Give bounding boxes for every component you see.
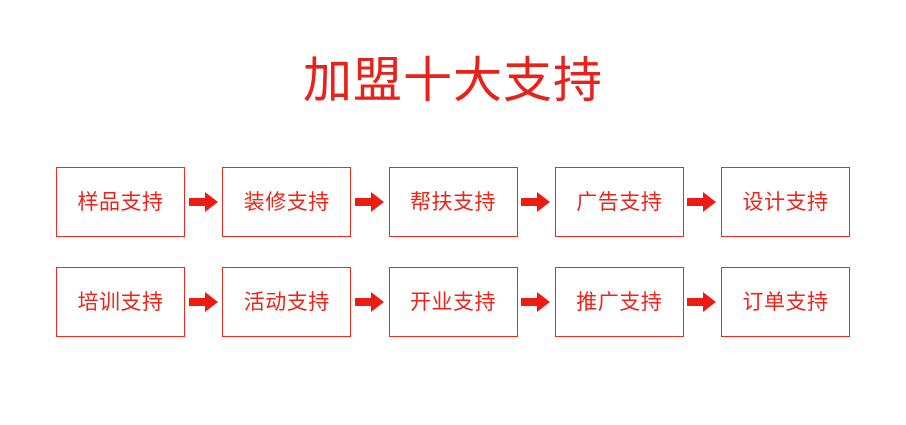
right-arrow-icon bbox=[354, 289, 386, 315]
flow-node-1-4[interactable]: 广告支持 bbox=[554, 167, 684, 237]
flow-node-2-4[interactable]: 推广支持 bbox=[554, 267, 684, 337]
right-arrow-icon bbox=[188, 289, 220, 315]
flow-node-2-1[interactable]: 培训支持 bbox=[56, 267, 185, 337]
flow-node-1-3[interactable]: 帮扶支持 bbox=[388, 167, 518, 237]
flow-row-2: 培训支持 活动支持 开业支持 推广支持 bbox=[56, 266, 850, 338]
flow-node-label: 装修支持 bbox=[243, 190, 330, 214]
flow-node-label: 活动支持 bbox=[243, 290, 330, 314]
flow-node-1-5[interactable]: 设计支持 bbox=[721, 167, 850, 237]
flow-node-2-2[interactable]: 活动支持 bbox=[222, 267, 352, 337]
flow-node-label: 样品支持 bbox=[77, 190, 164, 214]
flow-node-2-3[interactable]: 开业支持 bbox=[388, 267, 518, 337]
flow-node-label: 帮扶支持 bbox=[410, 190, 496, 214]
flow-node-label: 设计支持 bbox=[742, 190, 829, 214]
right-arrow-icon bbox=[520, 189, 552, 215]
flow-node-label: 推广支持 bbox=[576, 290, 663, 314]
flow-node-label: 开业支持 bbox=[410, 290, 496, 314]
flow-node-1-1[interactable]: 样品支持 bbox=[56, 167, 185, 237]
flow-node-label: 订单支持 bbox=[742, 290, 829, 314]
flow-row-1: 样品支持 装修支持 帮扶支持 广告支持 bbox=[56, 166, 850, 238]
right-arrow-icon bbox=[686, 189, 718, 215]
right-arrow-icon bbox=[188, 189, 220, 215]
right-arrow-icon bbox=[686, 289, 718, 315]
page-title: 加盟十大支持 bbox=[302, 52, 603, 109]
flow-node-label: 广告支持 bbox=[576, 190, 663, 214]
flow-node-2-5[interactable]: 订单支持 bbox=[721, 267, 850, 337]
right-arrow-icon bbox=[520, 289, 552, 315]
flow-node-1-2[interactable]: 装修支持 bbox=[222, 167, 352, 237]
right-arrow-icon bbox=[354, 189, 386, 215]
flow-node-label: 培训支持 bbox=[77, 290, 164, 314]
